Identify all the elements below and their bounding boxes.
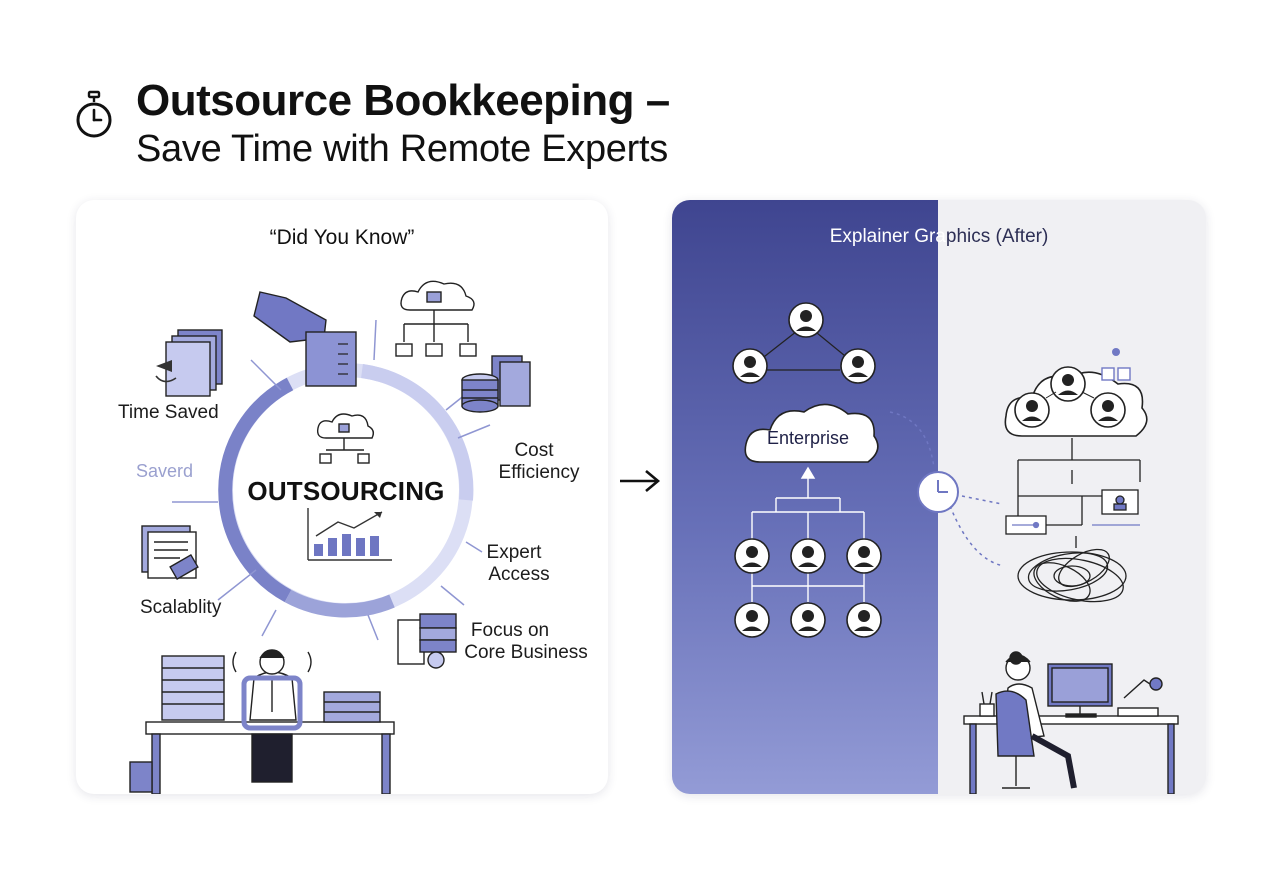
did-you-know-panel: “Did You Know” [76,200,608,794]
cloud-network-icon [316,413,375,464]
label-expert-access-line-1: Expert [486,542,542,563]
label-saved: Saverd [136,461,194,481]
top-team [732,302,876,384]
arrow-right-icon [620,470,661,492]
label-focus-line-2: Core Business [464,642,588,663]
label-focus-line-1: Focus on [470,620,550,641]
label-scalability: Scalablity [140,597,222,618]
hierarchy-lines [751,466,865,602]
cloud-server-icon [395,280,477,357]
enterprise-label: Enterprise [766,428,850,448]
stopwatch-icon [76,90,112,138]
tangled-scribble [1017,548,1127,603]
binders-icon [397,613,457,669]
clock-icon [917,471,959,513]
documents-pen-icon [141,525,199,581]
spokes [172,319,491,641]
remote-team-cloud [1004,348,1148,437]
hand-document-icon [253,291,357,387]
database-icon [461,355,531,413]
outsourcing-diagram [129,280,531,794]
page-subtitle: Save Time with Remote Experts [136,128,668,170]
label-expert-access-line-2: Access [488,564,550,585]
panel-title-did-you-know: “Did You Know” [269,226,415,249]
team-row-1 [734,538,882,574]
panel-dark-half [672,200,938,794]
dotted-flow [889,411,1005,567]
hub-label: OUTSOURCING [247,476,445,506]
bar-chart-icon [307,508,392,561]
stressed-worker-illustration [129,649,395,794]
enterprise-network-diagram [732,302,1179,794]
page-title: Outsource Bookkeeping – [136,76,670,125]
workflow-lines [1005,438,1141,548]
label-cost-efficiency-line-1: Cost [514,440,554,461]
label-time-saved: Time Saved [118,402,219,423]
label-cost-efficiency-line-2: Efficiency [498,462,580,483]
calm-worker-illustration [963,651,1179,794]
panel-title-explainer: Explainer Graphics (After) [672,226,1206,248]
documents-stack-icon [155,329,223,397]
panel-title-part-light: phics (After) [945,226,1049,247]
explainer-graphics-panel: Explainer Graphics (After) [672,200,1206,794]
panel-title-part-dark: Explainer Gra [829,226,946,247]
team-row-2 [734,602,882,638]
enterprise-cloud [744,403,879,463]
header: Outsource Bookkeeping – Save Time with R… [74,72,874,182]
